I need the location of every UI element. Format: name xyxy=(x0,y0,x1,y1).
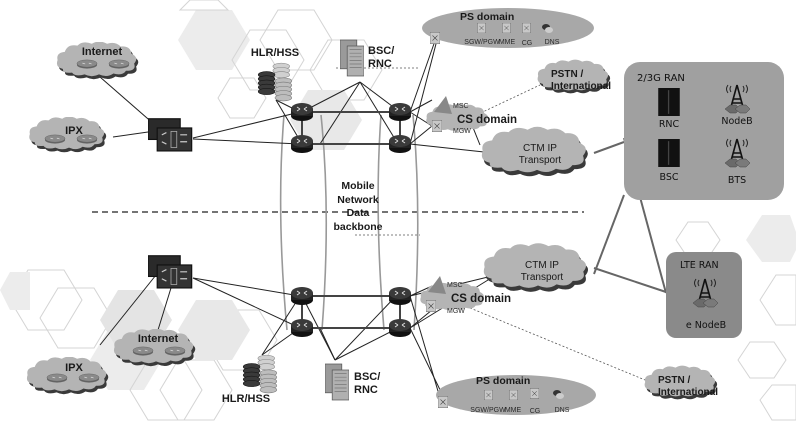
hlr-hss-database-icon-top xyxy=(257,62,293,102)
lte-ran-box: LTE RAN e NodeB xyxy=(666,252,742,338)
msc-icon xyxy=(434,96,452,114)
router-icon xyxy=(388,134,412,154)
enodeb-label: e NodeB xyxy=(686,320,726,331)
bsc-rnc-label-top-2: RNC xyxy=(368,58,392,70)
bsc-rnc-label-bottom-1: BSC/ xyxy=(354,371,380,383)
pstn-cloud-bottom: PSTN / International xyxy=(644,365,718,400)
hlr-hss-label-bottom: HLR/HSS xyxy=(222,393,270,405)
ps-item-dns: DNS xyxy=(545,39,560,46)
router-icon xyxy=(388,318,412,338)
ps-domain-title: PS domain xyxy=(476,375,530,387)
dns-icon xyxy=(553,390,564,399)
cs-domain-top: MSC CS domain MGW xyxy=(426,96,517,135)
ps-domain-title: PS domain xyxy=(460,11,514,23)
backbone-label-4: backbone xyxy=(333,221,382,233)
ps-item-sgw-pgw: SGW/PGW xyxy=(464,39,500,46)
msc-label: MSC xyxy=(453,103,469,110)
ps-domain-bottom: PS domain SGW/PGW MME CG DNS xyxy=(436,375,596,415)
ipx-cloud-top: IPX xyxy=(29,117,107,153)
ctm-label-top-1: CTM IP xyxy=(523,143,557,154)
ctm-label-bottom-1: CTM IP xyxy=(525,260,559,271)
bsc-rack-icon xyxy=(658,139,680,167)
pstn-label-bottom-2: International xyxy=(658,387,718,398)
ps-item-cg: CG xyxy=(530,408,541,415)
cs-domain-title: CS domain xyxy=(457,114,517,126)
internet-cloud-bottom: Internet xyxy=(113,329,196,367)
ps-item-cg: CG xyxy=(522,40,533,47)
router-icon xyxy=(388,102,412,122)
ps-item-mme: MME xyxy=(499,39,516,46)
dns-icon xyxy=(542,24,553,33)
ipx-label: IPX xyxy=(65,362,83,374)
ps-item-mme: MME xyxy=(505,407,522,414)
ipx-cloud-bottom: IPX xyxy=(26,357,109,395)
ps-gateway-icon-top xyxy=(430,32,440,44)
bsc-label: BSC xyxy=(659,172,678,183)
bts-label: BTS xyxy=(728,175,746,186)
ctm-ip-transport-cloud-top: CTM IP Transport xyxy=(481,126,588,177)
router-icon xyxy=(388,286,412,306)
ctm-label-bottom-2: Transport xyxy=(521,272,564,283)
mgw-label: MGW xyxy=(453,128,471,135)
pstn-label-top-2: International xyxy=(551,81,611,92)
internet-cloud-top: Internet xyxy=(56,42,139,80)
backbone-label-3: Data xyxy=(347,207,370,219)
mgw-label: MGW xyxy=(447,308,465,315)
bsc-rnc-server-icon-top xyxy=(340,39,364,77)
hlr-hss-label-top: HLR/HSS xyxy=(251,47,299,59)
internet-label: Internet xyxy=(138,333,179,345)
ps-item-sgw-pgw: SGW/PGW xyxy=(470,407,506,414)
cs-domain-title: CS domain xyxy=(451,293,511,305)
router-icon xyxy=(290,102,314,122)
mgw-icon xyxy=(426,300,436,312)
firewall-icon-bottom xyxy=(148,255,193,289)
ipx-label: IPX xyxy=(65,125,83,137)
backbone-label: Mobile Network Data backbone xyxy=(333,180,382,233)
rnc-label: RNC xyxy=(659,119,680,130)
bsc-rnc-label-top-1: BSC/ xyxy=(368,45,394,57)
router-icon xyxy=(290,318,314,338)
router-icon xyxy=(290,134,314,154)
bsc-rnc-label-bottom-2: RNC xyxy=(354,384,378,396)
bsc-rnc-server-icon-bottom xyxy=(325,363,349,401)
pstn-label-top-1: PSTN / xyxy=(551,69,583,80)
rnc-rack-icon xyxy=(658,88,680,116)
lte-ran-title: LTE RAN xyxy=(680,260,719,271)
ran-23g-title: 2/3G RAN xyxy=(637,73,685,84)
firewall-icon-top xyxy=(148,118,193,152)
ctm-label-top-2: Transport xyxy=(519,155,562,166)
router-icon xyxy=(290,286,314,306)
backbone-label-1: Mobile xyxy=(341,180,374,192)
msc-label: MSC xyxy=(447,282,463,289)
nodeb-label: NodeB xyxy=(721,116,752,127)
ctm-ip-transport-cloud-bottom: CTM IP Transport xyxy=(483,243,589,292)
ps-gateway-icon-bottom xyxy=(438,396,448,408)
mgw-icon xyxy=(432,120,442,132)
msc-icon xyxy=(428,276,446,294)
pstn-cloud-top: PSTN / International xyxy=(537,59,611,94)
ps-item-dns: DNS xyxy=(555,407,570,414)
ran-23g-box: 2/3G RAN RNC BSC NodeB BTS xyxy=(624,62,784,200)
internet-label: Internet xyxy=(82,46,123,58)
ps-domain-top: PS domain SGW/PGW MME CG DNS xyxy=(422,8,594,48)
cs-domain-bottom: MSC CS domain MGW xyxy=(420,276,511,315)
hlr-hss-database-icon-bottom xyxy=(242,354,278,394)
pstn-label-bottom-1: PSTN / xyxy=(658,375,690,386)
backbone-label-2: Network xyxy=(337,194,379,206)
